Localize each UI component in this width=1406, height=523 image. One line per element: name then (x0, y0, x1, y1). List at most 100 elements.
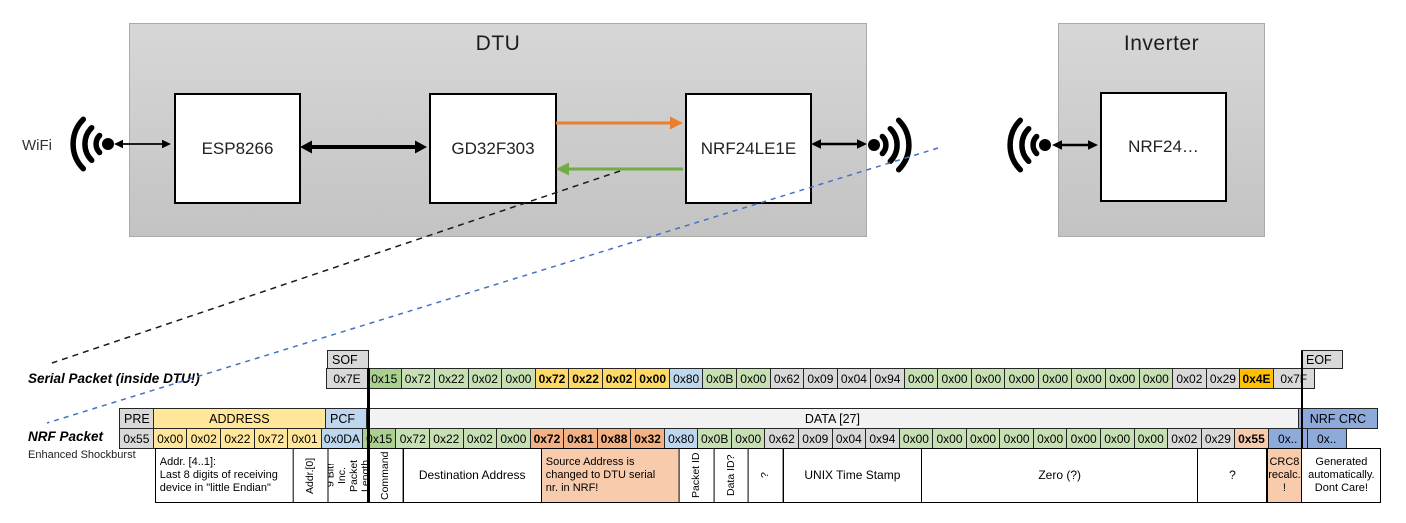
wifi-arc (887, 125, 900, 165)
nrf-data-byte: 0x09 (798, 428, 833, 449)
annotation-zero: Zero (?) (921, 448, 1199, 503)
serial-byte-cell: 0x00 (970, 368, 1006, 389)
serial-byte-cell: 0x02 (467, 368, 503, 389)
serial-byte-cell: 0x62 (769, 368, 805, 389)
nrf-data-byte: 0x15 (361, 428, 397, 449)
nrf-data-byte: 0x81 (563, 428, 598, 449)
serial-byte-cell: 0x80 (668, 368, 704, 389)
nrf-data-byte: 0x02 (1167, 428, 1202, 449)
nrf-data-byte: 0x55 (1234, 428, 1269, 449)
data27-header-cell: DATA [27] (365, 408, 1299, 429)
nrf-crc-header-cell: NRF CRC (1297, 408, 1378, 429)
wifi-arc (82, 124, 95, 164)
pre-header-cell: PRE (119, 408, 154, 429)
serial-byte-cell: 0x02 (1172, 368, 1207, 389)
nrf-packet-label: NRF Packet (28, 429, 104, 444)
annotation-data-id: Data ID? (713, 448, 750, 503)
inverter-title: Inverter (1123, 32, 1200, 55)
annotation-q1: ? (748, 448, 784, 503)
serial-byte-cell: 0x02 (601, 368, 637, 389)
annotation-pcf-note: 9 Bit! Inc. Packet Length (327, 448, 369, 503)
serial-byte-cell: 0x00 (903, 368, 939, 389)
nrf-data-byte: 0x00 (1133, 428, 1169, 449)
nrf-pcf-byte: 0x0DA (320, 428, 363, 449)
wifi-arc (879, 133, 889, 157)
serial-byte-cell: 0x09 (803, 368, 838, 389)
serial-byte-cell: 0x00 (937, 368, 972, 389)
inverter-nrf24-box: NRF24… (1100, 92, 1227, 202)
wifi-dot (1039, 139, 1051, 151)
wifi-arc (1030, 133, 1040, 157)
nrf-data-byte: 0x00 (898, 428, 934, 449)
serial-byte-cell: 0x15 (367, 368, 402, 389)
nrf-data-byte: 0x72 (529, 428, 565, 449)
nrf-data-byte: 0x00 (932, 428, 967, 449)
nrf-crc-byte: 0x.. (1267, 428, 1308, 449)
eof-header-cell: EOF (1301, 350, 1343, 369)
serial-byte-cell: 0x00 (1037, 368, 1073, 389)
nrf-address-byte: 0x00 (152, 428, 188, 449)
nrf-data-byte: 0x00 (965, 428, 1001, 449)
serial-byte-cell: 0x00 (635, 368, 670, 389)
serial-byte-cell: 0x0B (702, 368, 738, 389)
annotation-packet-id: Packet ID (679, 448, 715, 503)
serial-byte-cell: 0x29 (1205, 368, 1241, 389)
serial-byte-cell: 0x22 (568, 368, 603, 389)
wifi-dot (102, 138, 114, 150)
wifi-icon-inverter (1007, 117, 1051, 173)
nrf-crc-byte: 0x.. (1306, 428, 1347, 449)
wifi-arc (70, 116, 87, 172)
annotation-command: Command (368, 448, 404, 503)
nrf-data-byte: 0x32 (630, 428, 665, 449)
serial-eof-byte: 0x7F (1272, 368, 1315, 389)
nrf-data-byte: 0x04 (831, 428, 867, 449)
nrf-data-byte: 0x72 (395, 428, 431, 449)
nrf-data-byte: 0x29 (1200, 428, 1236, 449)
nrf-data-byte: 0x00 (730, 428, 766, 449)
annotation-addr0: Addr.[0] (293, 448, 329, 503)
wifi-icon-left (70, 116, 114, 172)
serial-byte-cell: 0x00 (1071, 368, 1107, 389)
esp8266-box: ESP8266 (174, 93, 301, 204)
nrf24le1e-box: NRF24LE1E (685, 93, 812, 204)
wifi-icon-dtu-right (868, 117, 912, 173)
gd32f303-box: GD32F303 (429, 93, 557, 204)
serial-byte-cell: 0x72 (400, 368, 436, 389)
wifi-arc (895, 117, 912, 173)
annotation-src: Source Address is changed to DTU serial … (540, 448, 680, 503)
nrf-data-byte: 0x94 (865, 428, 900, 449)
nrf-address-byte: 0x72 (253, 428, 289, 449)
nrf-data-byte: 0x88 (596, 428, 632, 449)
serial-byte-cell: 0x00 (736, 368, 771, 389)
wifi-arc (93, 132, 103, 156)
enhanced-shockburst-label: Enhanced Shockburst (28, 449, 136, 461)
wifi-dot (868, 139, 880, 151)
wifi-arc (1019, 125, 1032, 165)
serial-byte-cell: 0x04 (836, 368, 872, 389)
nrf-pre-byte: 0x55 (119, 428, 154, 449)
nrf-data-byte: 0x02 (462, 428, 498, 449)
serial-byte-cell: 0x00 (1138, 368, 1174, 389)
nrf-data-byte: 0x00 (496, 428, 531, 449)
nrf-data-byte: 0x00 (1032, 428, 1068, 449)
sof-header-cell: SOF (327, 350, 369, 369)
annotation-addr41: Addr. [4..1]: Last 8 digits of receiving… (154, 448, 295, 503)
serial-byte-cell: 0x00 (1105, 368, 1140, 389)
serial-byte-cell: 0x4E (1239, 368, 1274, 389)
inverter-nrf24-label: NRF24… (1128, 137, 1199, 156)
data-start-connector-line (367, 368, 370, 503)
annotation-unix: UNIX Time Stamp (782, 448, 922, 503)
gd32f303-label: GD32F303 (451, 138, 535, 158)
serial-byte-cell: 0x00 (501, 368, 536, 389)
nrf-header-row: PRE ADDRESS PCF DATA [27] NRF CRC (119, 408, 1378, 429)
serial-byte-cell: 0x94 (870, 368, 905, 389)
data-end-connector-line (1300, 351, 1303, 449)
wifi-label: WiFi (22, 137, 52, 154)
serial-byte-cell: 0x22 (434, 368, 469, 389)
nrf-data-byte: 0x00 (1099, 428, 1135, 449)
nrf-data-byte: 0x00 (1066, 428, 1101, 449)
esp8266-label: ESP8266 (201, 138, 274, 158)
